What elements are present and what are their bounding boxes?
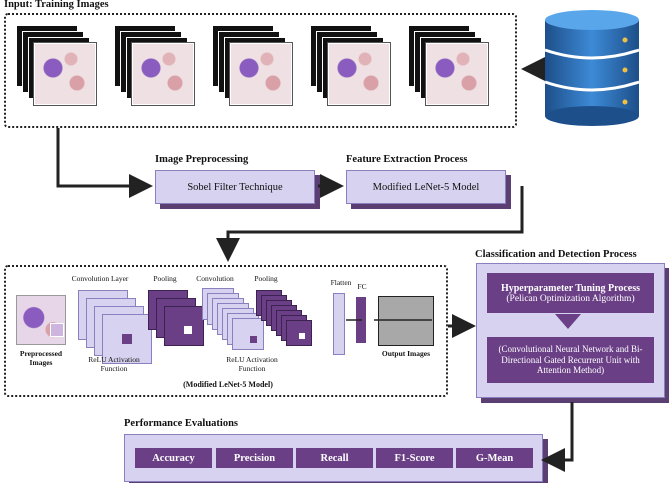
cnn-caption: (Modified LeNet-5 Model)	[183, 380, 273, 389]
flatten-layer	[333, 293, 345, 355]
pooling-label-2: Pooling	[254, 274, 278, 283]
convolution-label-2: Convolution	[196, 274, 234, 283]
relu-label-1: ReLU Activation Function	[88, 355, 140, 373]
feature-extraction-heading: Feature Extraction Process	[346, 154, 468, 165]
output-image	[378, 296, 434, 346]
tuning-title: Hyperparameter Tuning Process	[500, 282, 641, 294]
classification-heading: Classification and Detection Process	[475, 249, 637, 260]
hyperparameter-box: Hyperparameter Tuning Process (Pelican O…	[487, 273, 654, 313]
metric-g-mean: G-Mean	[456, 448, 533, 468]
performance-heading: Performance Evaluations	[124, 418, 239, 429]
down-triangle-arrow	[555, 314, 581, 329]
conv-layer-label: Convolution Layer	[71, 274, 129, 283]
preprocessing-heading: Image Preprocessing	[155, 154, 249, 165]
tuning-subtitle: (Pelican Optimization Algorithm)	[506, 293, 635, 304]
model-box: (Convolutional Neural Network and Bi-Dir…	[487, 337, 654, 383]
relu-label-2: ReLU Activation Function	[226, 355, 278, 373]
flatten-label: Flatten	[330, 278, 352, 287]
fc-label: FC	[357, 282, 367, 291]
lenet-model-box: Modified LeNet-5 Model	[346, 170, 506, 204]
database-icon	[543, 10, 641, 128]
receptive-field	[50, 323, 64, 337]
metric-recall: Recall	[296, 448, 373, 468]
pooling-label-1: Pooling	[153, 274, 177, 283]
arrow-feature-to-cnn	[216, 186, 524, 262]
preprocessed-label: Preprocessed Images	[19, 349, 63, 367]
arrow-input-to-preprocess	[56, 128, 153, 198]
output-label: Output Images	[381, 349, 431, 358]
arrow-classification-to-performance	[541, 402, 574, 472]
cnn-panel	[4, 265, 448, 397]
metric-accuracy: Accuracy	[135, 448, 212, 468]
metric-precision: Precision	[216, 448, 293, 468]
sobel-filter-box: Sobel Filter Technique	[155, 170, 315, 204]
metric-f1-score: F1-Score	[376, 448, 453, 468]
input-images-panel	[4, 13, 517, 128]
input-title: Input: Training Images	[4, 0, 109, 10]
